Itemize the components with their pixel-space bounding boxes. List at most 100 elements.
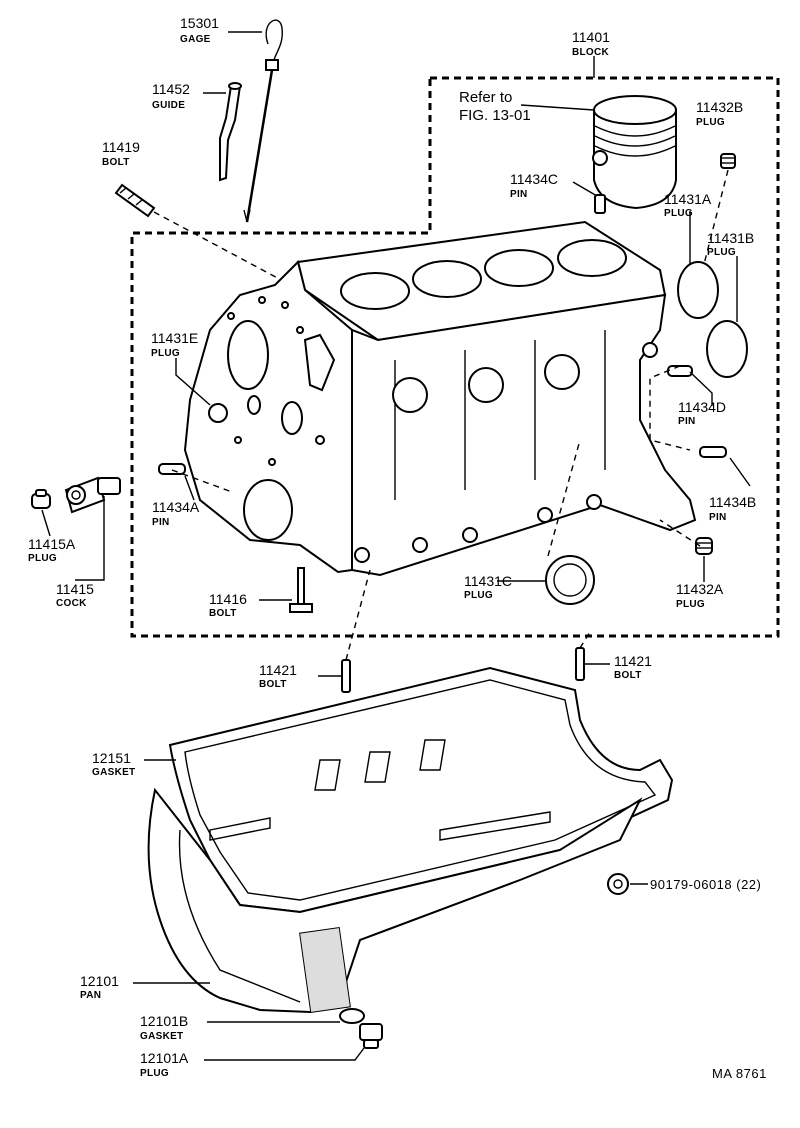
callout-11434C: 11434C PIN xyxy=(510,171,558,200)
plug-disc-11431A xyxy=(677,261,719,319)
stud-11421-right xyxy=(575,647,585,681)
callout-number: 12101B xyxy=(140,1013,188,1029)
callout-12101A: 12101A PLUG xyxy=(140,1050,189,1079)
drain-gasket-12101B xyxy=(339,1008,365,1024)
drain-plug-12101A xyxy=(359,1023,383,1049)
plug-11432A xyxy=(695,537,713,555)
callout-number: 12101 xyxy=(80,973,119,989)
oil-pan-gasket-12151 xyxy=(168,666,674,914)
callout-11434A: 11434A PIN xyxy=(152,499,200,528)
callout-number: 12151 xyxy=(92,750,131,766)
dash-11419 xyxy=(153,211,301,291)
callout-name: BOLT xyxy=(614,670,642,681)
callout-number: 11431A xyxy=(664,191,712,207)
nut-90179 xyxy=(607,873,629,895)
plug-11431E xyxy=(208,403,228,423)
callout-number: 11432A xyxy=(676,581,724,597)
callout-11415A: 11415A PLUG xyxy=(28,536,76,564)
dash-stud-right xyxy=(579,631,591,649)
callout-number: 11434C xyxy=(510,171,558,187)
callout-name: PLUG xyxy=(28,553,57,564)
callout-name: PAN xyxy=(80,990,101,1001)
callout-number: 11434D xyxy=(678,399,726,415)
callout-name: PLUG xyxy=(140,1068,169,1079)
oil-level-gage xyxy=(243,19,284,223)
oil-pan-12101 xyxy=(147,739,643,1014)
callout-11421-right: 11421 BOLT xyxy=(614,653,652,681)
callout-number: 11415A xyxy=(28,536,76,552)
callout-11434D: 11434D PIN xyxy=(678,399,726,427)
callout-name: PIN xyxy=(510,189,528,200)
plug-disc-11431B xyxy=(706,320,748,378)
callout-number: 11419 xyxy=(102,139,140,155)
callout-name: PIN xyxy=(678,416,696,427)
callout-number: 11421 xyxy=(614,653,652,669)
callout-12151: 12151 GASKET xyxy=(92,750,135,778)
oil-level-gage-guide xyxy=(219,82,242,182)
diagram-code: MA 8761 xyxy=(712,1066,767,1081)
callout-name: PLUG xyxy=(707,247,736,258)
stud-11421-left xyxy=(341,659,351,693)
callout-number: 11431C xyxy=(464,573,512,589)
callout-12101B: 12101B GASKET xyxy=(140,1013,188,1042)
callout-name: GASKET xyxy=(92,767,135,778)
callout-name: BLOCK xyxy=(572,47,610,58)
callout-11431C: 11431C PLUG xyxy=(464,573,512,601)
callout-name: PLUG xyxy=(151,348,180,359)
dash-11431C xyxy=(547,439,581,557)
callout-name: PIN xyxy=(152,517,170,528)
callout-11419: 11419 BOLT xyxy=(102,139,140,168)
callout-name: BOLT xyxy=(259,679,287,690)
callout-number: 11431E xyxy=(151,330,198,346)
cylinder-block xyxy=(183,220,697,577)
callout-name: PLUG xyxy=(464,590,493,601)
callout-number: 11452 xyxy=(152,81,190,97)
callout-number: 11421 xyxy=(259,662,297,678)
callout-name: BOLT xyxy=(102,157,130,168)
callout-11452: 11452 GUIDE xyxy=(152,81,190,111)
dash-11432B xyxy=(699,169,729,281)
callout-number: 12101A xyxy=(140,1050,189,1066)
reference-note: Refer to FIG. 13-01 xyxy=(459,89,531,124)
callout-name: BOLT xyxy=(209,608,237,619)
callout-11431A: 11431A PLUG xyxy=(664,191,712,219)
callout-number: 11434A xyxy=(152,499,200,515)
callout-number: 11415 xyxy=(56,581,94,597)
callout-12101: 12101 PAN xyxy=(80,973,119,1001)
drain-plug-11415A xyxy=(31,489,51,509)
drain-cock-11415 xyxy=(64,476,121,514)
callout-11431B: 11431B PLUG xyxy=(707,230,754,258)
reference-line-1: Refer to xyxy=(459,89,512,106)
callout-11432B: 11432B PLUG xyxy=(696,99,743,128)
callout-number: 11434B xyxy=(709,494,756,510)
pin-11434B xyxy=(699,446,727,458)
callout-11431E: 11431E PLUG xyxy=(151,330,198,359)
pin-11434A xyxy=(158,463,186,475)
callout-11432A: 11432A PLUG xyxy=(676,581,724,610)
piston-pin-11434C xyxy=(594,194,606,214)
callout-name: GAGE xyxy=(180,34,211,45)
callout-15301: 15301 GAGE xyxy=(180,15,219,45)
reference-line-2: FIG. 13-01 xyxy=(459,107,531,124)
callout-number: 11432B xyxy=(696,99,743,115)
leader-lines xyxy=(41,31,751,1061)
bolt-11416 xyxy=(289,567,313,613)
dash-stud-left xyxy=(345,569,371,661)
callout-11434B: 11434B PIN xyxy=(709,494,756,523)
callout-11401: 11401 BLOCK xyxy=(572,29,610,58)
plug-11432B xyxy=(720,153,736,169)
callout-name: PLUG xyxy=(696,117,725,128)
callout-11416: 11416 BOLT xyxy=(209,591,247,619)
callout-number: 15301 xyxy=(180,15,219,31)
callout-name: COCK xyxy=(56,598,87,609)
plug-11431C xyxy=(545,555,595,605)
callout-name: GUIDE xyxy=(152,100,185,111)
callout-11421-left: 11421 BOLT xyxy=(259,662,297,690)
callout-name: GASKET xyxy=(140,1031,183,1042)
callout-name: PLUG xyxy=(676,599,705,610)
nut-part-number: 90179-06018 (22) xyxy=(650,877,761,892)
callout-11415: 11415 COCK xyxy=(56,581,94,609)
block-assembly-boundary xyxy=(130,76,780,638)
pin-11434D xyxy=(667,365,693,377)
